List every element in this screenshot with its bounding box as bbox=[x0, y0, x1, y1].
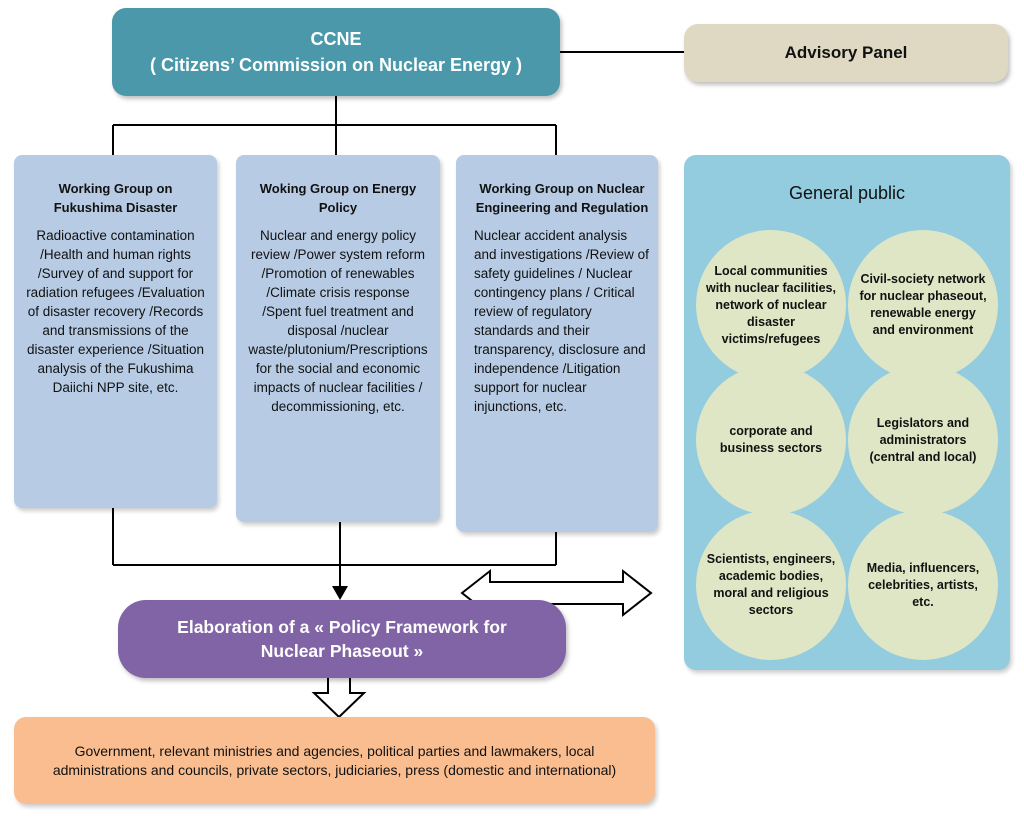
working-group-energy-policy: Woking Group on Energy Policy Nuclear an… bbox=[236, 155, 440, 522]
wg-body: Radioactive contamination /Health and hu… bbox=[26, 228, 205, 395]
wg-title: Working Group on Nuclear Engineering and… bbox=[475, 181, 649, 215]
public-group-civil-society: Civil-society network for nuclear phaseo… bbox=[848, 230, 998, 380]
stakeholders-text: Government, relevant ministries and agen… bbox=[52, 742, 617, 778]
ccne-box: CCNE ( Citizens’ Commission on Nuclear E… bbox=[112, 8, 560, 96]
public-group-media: Media, influencers, celebrities, artists… bbox=[848, 510, 998, 660]
general-public-box: General public Local communities with nu… bbox=[684, 155, 1010, 670]
down-arrowhead bbox=[332, 586, 348, 600]
hollow-down-arrow bbox=[311, 672, 367, 719]
advisory-panel-label: Advisory Panel bbox=[784, 43, 908, 62]
public-group-local-communities: Local communities with nuclear facilitie… bbox=[696, 230, 846, 380]
public-group-scientists: Scientists, engineers, academic bodies, … bbox=[696, 510, 846, 660]
advisory-panel-box: Advisory Panel bbox=[684, 24, 1008, 82]
wg-body: Nuclear and energy policy review /Power … bbox=[248, 228, 428, 414]
policy-framework-line1: Elaboration of a « Policy Framework for bbox=[177, 617, 507, 637]
wg-title: Working Group on Fukushima Disaster bbox=[53, 181, 178, 215]
policy-framework-box: Elaboration of a « Policy Framework for … bbox=[118, 600, 566, 678]
working-group-fukushima: Working Group on Fukushima Disaster Radi… bbox=[14, 155, 217, 508]
public-group-legislators: Legislators and administrators (central … bbox=[848, 365, 998, 515]
ccne-full-name: ( Citizens’ Commission on Nuclear Energy… bbox=[149, 55, 523, 75]
wg-body: Nuclear accident analysis and investigat… bbox=[474, 228, 649, 414]
public-group-corporate: corporate and business sectors bbox=[696, 365, 846, 515]
general-public-title: General public bbox=[788, 183, 906, 203]
policy-framework-line2: Nuclear Phaseout » bbox=[260, 641, 424, 661]
ccne-acronym: CCNE bbox=[310, 29, 362, 49]
working-group-nuclear-engineering: Working Group on Nuclear Engineering and… bbox=[456, 155, 658, 532]
stakeholders-box: Government, relevant ministries and agen… bbox=[14, 717, 655, 804]
wg-title: Woking Group on Energy Policy bbox=[259, 181, 417, 215]
